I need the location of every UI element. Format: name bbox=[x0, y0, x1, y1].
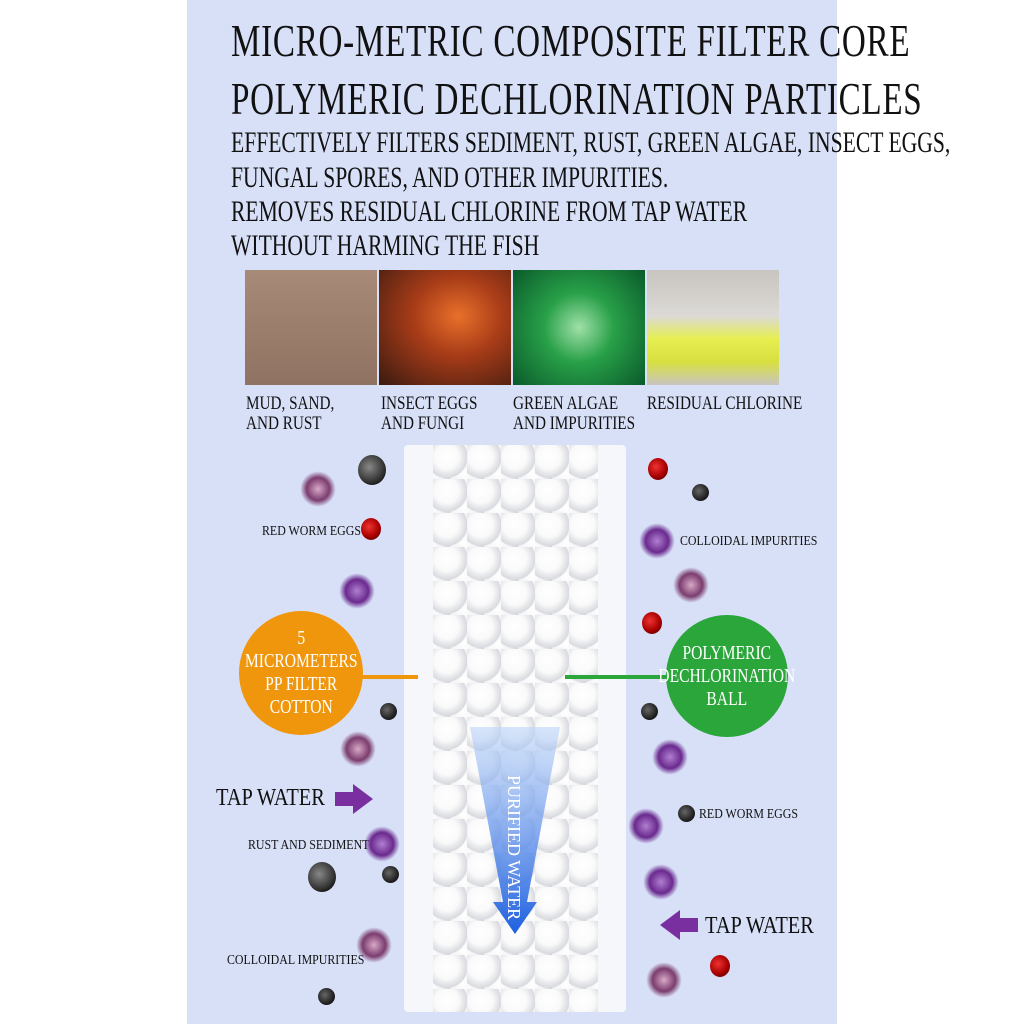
dechlorination-balls bbox=[433, 445, 598, 1012]
germ-particle-icon bbox=[364, 826, 400, 862]
purified-water-label: PURIFIED WATER bbox=[504, 775, 524, 921]
tap-water-arrow-icon bbox=[335, 784, 373, 814]
germ-particle-icon bbox=[356, 927, 392, 963]
purified-water-arrow-icon bbox=[470, 727, 560, 934]
sediment-particle-icon bbox=[358, 455, 386, 485]
pp-connector-line bbox=[360, 675, 418, 679]
sediment-particle-icon bbox=[318, 988, 335, 1005]
ball-connector-line bbox=[565, 675, 669, 679]
title-line-2: POLYMERIC DECHLORINATION PARTICLES bbox=[231, 73, 923, 124]
worm-egg-particle-icon bbox=[710, 955, 730, 977]
worm-egg-particle-icon bbox=[648, 458, 668, 480]
sediment-particle-icon bbox=[641, 703, 658, 720]
germ-particle-icon bbox=[646, 962, 682, 998]
label-tap-water: TAP WATER bbox=[705, 913, 814, 939]
label-colloidal-impurities: COLLOIDAL IMPURITIES bbox=[227, 953, 365, 968]
description-line: EFFECTIVELY FILTERS SEDIMENT, RUST, GREE… bbox=[231, 126, 951, 159]
sediment-particle-icon bbox=[692, 484, 709, 501]
sediment-particle-icon bbox=[678, 805, 695, 822]
germ-particle-icon bbox=[628, 808, 664, 844]
green-algae-photo bbox=[513, 270, 645, 385]
sediment-particle-icon bbox=[308, 862, 336, 892]
germ-particle-icon bbox=[673, 567, 709, 603]
label-tap-water: TAP WATER bbox=[216, 785, 325, 811]
worm-egg-particle-icon bbox=[642, 612, 662, 634]
photo-caption: RESIDUAL CHLORINE bbox=[647, 393, 803, 414]
sediment-particle-icon bbox=[380, 703, 397, 720]
germ-particle-icon bbox=[652, 739, 688, 775]
germ-particle-icon bbox=[300, 471, 336, 507]
chlorine-photo bbox=[647, 270, 779, 385]
label-colloidal-impurities: COLLOIDAL IMPURITIES bbox=[680, 534, 818, 549]
tap-water-arrow-icon bbox=[660, 910, 698, 940]
germ-particle-icon bbox=[643, 864, 679, 900]
mud-sand-photo bbox=[245, 270, 377, 385]
label-red-worm-eggs: RED WORM EGGS bbox=[699, 807, 798, 822]
germ-particle-icon bbox=[639, 523, 675, 559]
insect-eggs-photo bbox=[379, 270, 511, 385]
sediment-particle-icon bbox=[382, 866, 399, 883]
photo-caption: MUD, SAND,AND RUST bbox=[246, 393, 335, 434]
germ-particle-icon bbox=[339, 573, 375, 609]
description-line: FUNGAL SPORES, AND OTHER IMPURITIES. bbox=[231, 161, 669, 194]
description-line: REMOVES RESIDUAL CHLORINE FROM TAP WATER bbox=[231, 195, 748, 228]
description-line: WITHOUT HARMING THE FISH bbox=[231, 229, 540, 262]
label-red-worm-eggs: RED WORM EGGS bbox=[262, 524, 361, 539]
germ-particle-icon bbox=[340, 731, 376, 767]
label-rust-sediment: RUST AND SEDIMENT bbox=[248, 838, 370, 853]
title-line-1: MICRO-METRIC COMPOSITE FILTER CORE bbox=[231, 15, 911, 66]
worm-egg-particle-icon bbox=[361, 518, 381, 540]
